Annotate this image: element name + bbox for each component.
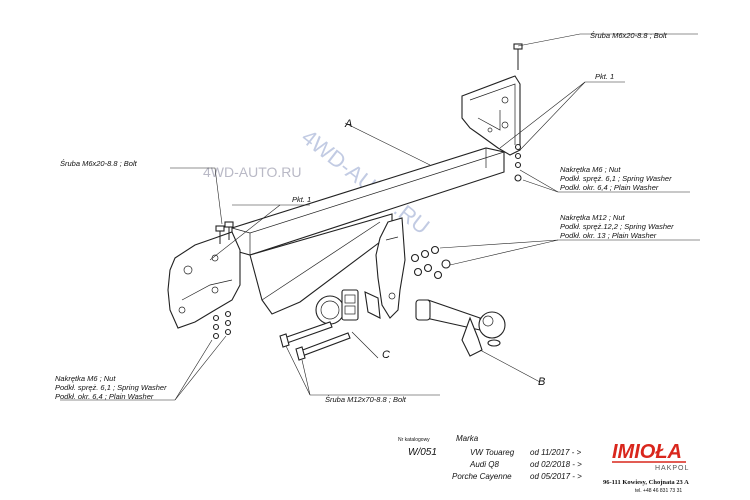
catalog-label: Nr katalogowy xyxy=(398,437,430,443)
label-nut-m12-1: Nakrętka M12 ; Nut xyxy=(560,213,626,222)
label-nut-m12-3: Podkł. okr. 13 ; Plain Washer xyxy=(560,231,657,240)
label-nut-m6-right-2: Podkł. spręż. 6,1 ; Spring Washer xyxy=(560,174,672,183)
brand-address: 96-111 Kowiesy, Chojnata 23 A xyxy=(603,479,689,486)
watermark-site: 4WD-AUTO.RU xyxy=(203,164,302,180)
vehicle-2-model: Audi Q8 xyxy=(469,460,499,469)
vehicle-3-model: Porche Cayenne xyxy=(452,472,512,481)
label-part-c: C xyxy=(382,349,390,361)
crossbar-a xyxy=(231,147,505,315)
vehicle-3-date: od 05/2017 - > xyxy=(530,472,582,481)
label-nut-m6-left-2: Podkł. spręż. 6,1 ; Spring Washer xyxy=(55,383,167,392)
socket-c xyxy=(315,289,381,325)
m12-nuts xyxy=(410,245,451,280)
callouts: Śruba M6x20-8.8 ; Bolt Pkt. 1 Nakrętka M… xyxy=(55,31,674,404)
vehicle-1-date: od 11/2017 - > xyxy=(530,448,582,457)
left-bracket xyxy=(167,221,241,340)
label-bolt-m12: Śruba M12x70-8.8 ; Bolt xyxy=(325,395,407,404)
brand-name: IMIOŁA xyxy=(612,441,682,463)
label-pkt1-right: Pkt. 1 xyxy=(595,72,614,81)
brand-logo: IMIOŁA HAKPOL 96-111 Kowiesy, Chojnata 2… xyxy=(603,441,689,494)
label-bolt-left: Śruba M6x20-8.8 ; Bolt xyxy=(60,159,138,168)
towball-b xyxy=(415,299,506,357)
label-nut-m6-left-3: Podkł. okr. 6,4 ; Plain Washer xyxy=(55,392,154,401)
drop-plate xyxy=(375,217,406,319)
label-part-b: B xyxy=(538,376,545,388)
m12-bolts xyxy=(279,321,351,361)
vehicle-1-model: VW Touareg xyxy=(470,448,515,457)
label-nut-m6-left-1: Nakrętka M6 ; Nut xyxy=(55,374,116,383)
label-pkt1-left: Pkt. 1 xyxy=(292,195,311,204)
label-nut-m6-right-3: Podkł. okr. 6,4 ; Plain Washer xyxy=(560,183,659,192)
brand-sub: HAKPOL xyxy=(655,465,689,472)
brand-phone: tel. +48 46 831 73 31 xyxy=(635,488,682,494)
label-nut-m6-right-1: Nakrętka M6 ; Nut xyxy=(560,165,621,174)
right-bracket xyxy=(461,43,523,182)
catalog-number: W/051 xyxy=(408,447,437,458)
label-bolt-top: Śruba M6x20-8.8 ; Bolt xyxy=(590,31,668,40)
label-nut-m12-2: Podkł. spręż.12,2 ; Spring Washer xyxy=(560,222,674,231)
leader-lines xyxy=(60,33,700,401)
label-part-a: A xyxy=(344,118,352,130)
vehicle-2-date: od 02/2018 - > xyxy=(530,460,582,469)
marka-label: Marka xyxy=(456,434,479,443)
info-table: Nr katalogowy Marka W/051 VW Touareg od … xyxy=(398,434,582,481)
